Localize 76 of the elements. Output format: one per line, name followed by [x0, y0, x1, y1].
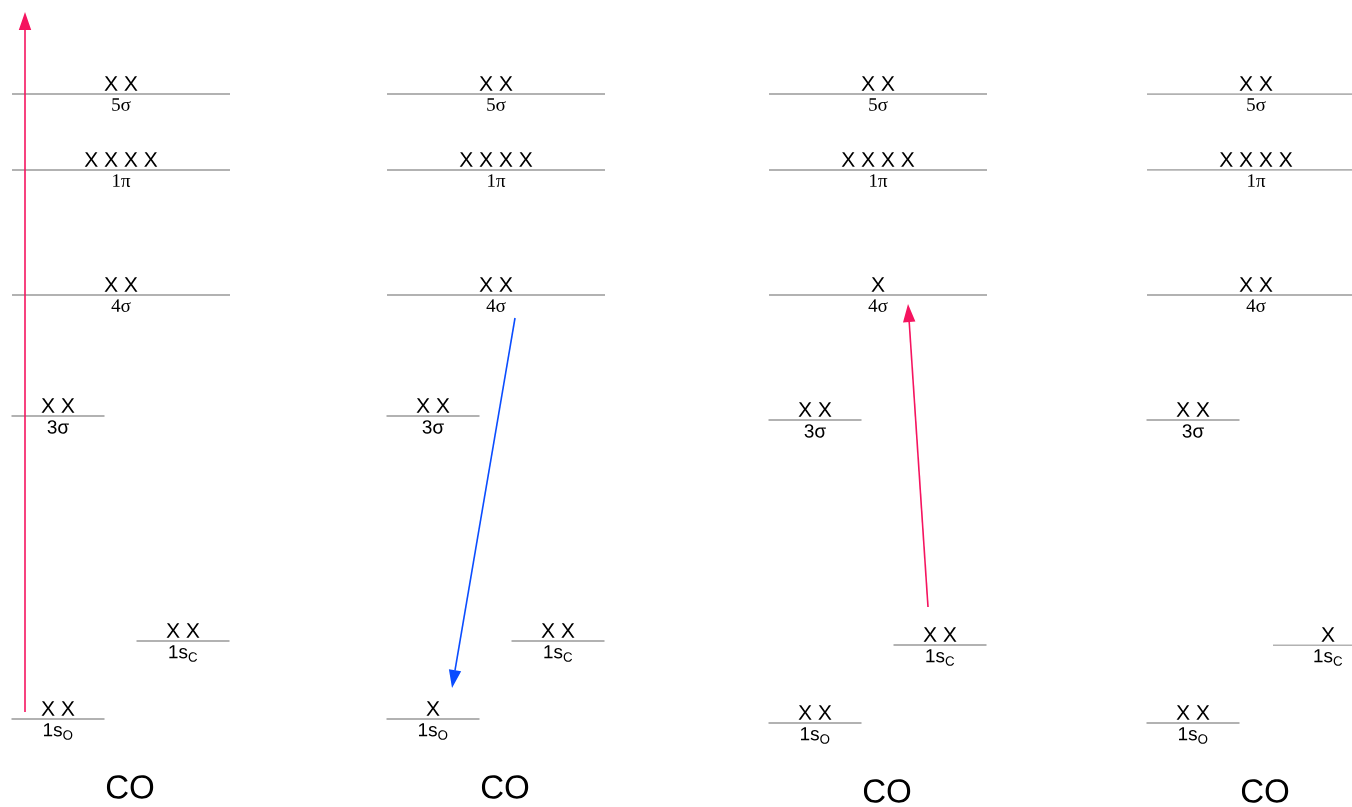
energy-level: X X X X 1π — [12, 152, 230, 187]
node-label: X X — [798, 705, 832, 720]
node-label: X X — [923, 627, 957, 642]
energy-level: X 1s$_{C}$ — [1273, 627, 1352, 666]
node-label: 1π — [870, 174, 888, 187]
node-label: 1s$_{O}$ — [418, 723, 448, 740]
node-label: 3σ — [47, 420, 69, 434]
energy-level: X X 1s$_{C}$ — [136, 623, 230, 662]
node-label: 1s$_{C}$ — [1314, 649, 1343, 666]
node-label: 1s$_{C}$ — [544, 645, 573, 662]
node-label: X X — [1176, 705, 1210, 720]
energy-level: X X 4σ — [12, 277, 230, 312]
node-label: X X — [1239, 277, 1273, 292]
node-label: 1s$_{O}$ — [43, 723, 73, 740]
energy-level: X X 1s$_{O}$ — [768, 705, 862, 744]
energy-level: X X 4σ — [387, 277, 605, 312]
node-label: 5σ — [869, 98, 888, 111]
energy-level: X 4σ — [769, 277, 987, 312]
node-label: 5σ — [112, 98, 131, 111]
node-label: X X X X — [84, 152, 158, 167]
node-label: 1π — [488, 174, 506, 187]
node-label: 3σ — [804, 424, 826, 438]
energy-level: X X 3σ — [1146, 402, 1240, 438]
energy-level: X X 5σ — [12, 76, 230, 111]
molecule-label: CO — [481, 775, 529, 799]
molecule-label: CO — [1241, 779, 1289, 803]
node-label: 1s$_{C}$ — [169, 645, 198, 662]
node-label: X — [1321, 627, 1335, 642]
node-label: 1π — [113, 174, 131, 187]
node-label: 4σ — [1246, 299, 1266, 312]
node-label: 4σ — [868, 299, 888, 312]
node-label: 5σ — [487, 98, 506, 111]
node-label: X X — [166, 623, 200, 638]
node-label: X X — [104, 76, 138, 91]
node-label: X X — [861, 76, 895, 91]
node-label: 3σ — [422, 420, 444, 434]
node-label: X X — [541, 623, 575, 638]
energy-level: X X 5σ — [1147, 76, 1352, 111]
energy-level: X X 5σ — [387, 76, 605, 111]
node-label: 1s$_{O}$ — [801, 727, 830, 744]
energy-level: X X 1s$_{C}$ — [511, 623, 605, 662]
molecule-label: CO — [863, 779, 911, 803]
node-label: X X — [479, 277, 513, 292]
energy-level: X X X X 1π — [769, 152, 987, 187]
node-label: X X — [41, 398, 75, 413]
node-label: 1s$_{O}$ — [1179, 727, 1208, 744]
node-label: X X X X — [459, 152, 533, 167]
energy-level: X X 3σ — [768, 402, 862, 438]
node-label: X X — [1239, 76, 1273, 91]
node-label: X X — [41, 701, 75, 716]
energy-level: X X 1s$_{C}$ — [893, 627, 987, 666]
node-label: X X — [1176, 402, 1210, 417]
node-label: 4σ — [111, 299, 131, 312]
node-label: 3σ — [1182, 424, 1204, 438]
energy-level: X X 4σ — [1147, 277, 1352, 312]
energy-level: X X 1s$_{O}$ — [1146, 705, 1240, 744]
node-label: X X — [416, 398, 450, 413]
node-label: X X — [479, 76, 513, 91]
node-label: X X — [798, 402, 832, 417]
molecule-label: CO — [106, 775, 154, 799]
energy-level: X X 5σ — [769, 76, 987, 111]
node-label: 1π — [1248, 174, 1266, 187]
energy-level: X 1s$_{O}$ — [386, 701, 480, 740]
node-label: X X — [104, 277, 138, 292]
node-label: 1s$_{C}$ — [926, 649, 955, 666]
node-label: 5σ — [1247, 98, 1266, 111]
node-label: X X X X — [1219, 152, 1293, 167]
energy-level: X X X X 1π — [387, 152, 605, 187]
node-label: X — [871, 277, 885, 292]
node-label: 4σ — [486, 299, 506, 312]
energy-level: X X 3σ — [386, 398, 480, 434]
node-label: X X X X — [841, 152, 915, 167]
energy-level: X X X X 1π — [1147, 152, 1352, 187]
energy-level: X X 3σ — [11, 398, 105, 434]
node-label: X — [426, 701, 440, 716]
energy-level: X X 1s$_{O}$ — [11, 701, 105, 740]
